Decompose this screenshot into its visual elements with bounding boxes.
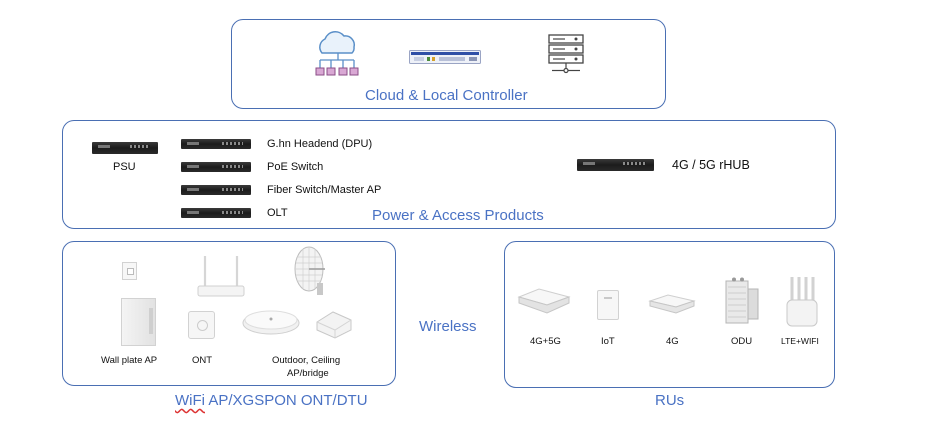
ru-4g-image xyxy=(648,294,696,314)
dpu-device-image xyxy=(181,139,251,149)
wifi-title-rest: AP/XGSPON ONT/DTU xyxy=(205,392,368,409)
server-rack-icon xyxy=(548,34,584,74)
ru-odu-image xyxy=(725,277,759,324)
rus-title: RUs xyxy=(655,392,685,409)
rhub-device-image xyxy=(577,159,654,171)
cloud-controller-title: Cloud & Local Controller xyxy=(365,87,528,104)
fiber-switch-device-image xyxy=(181,185,251,195)
psu-device-image xyxy=(92,142,158,154)
ru-lte-wifi-label: LTE+WIFI xyxy=(781,336,819,346)
olt-device-image xyxy=(181,208,251,218)
poe-switch-device-image xyxy=(181,162,251,172)
outdoor-bridge-image xyxy=(316,311,352,339)
ru-4g5g-label: 4G+5G xyxy=(530,336,561,347)
controller-appliance-icon xyxy=(409,50,481,64)
outdoor-ceiling-label-line1: Outdoor, Ceiling xyxy=(272,355,341,366)
outdoor-ceiling-label-line2: AP/bridge xyxy=(287,368,329,379)
olt-label: OLT xyxy=(267,207,288,219)
ru-lte-wifi-image xyxy=(786,277,818,327)
wifi-word: WiFi xyxy=(175,392,205,409)
rhub-label: 4G / 5G rHUB xyxy=(672,158,750,172)
ont-label: ONT xyxy=(192,355,213,366)
ghn-headend-label: G.hn Headend (DPU) xyxy=(267,138,373,150)
wall-plate-ap-label: Wall plate AP xyxy=(101,355,158,366)
fiber-switch-label: Fiber Switch/Master AP xyxy=(267,184,382,196)
ru-odu-label: ODU xyxy=(731,336,753,347)
dish-antenna-image xyxy=(294,246,325,295)
wifi-ont-title: WiFi AP/XGSPON ONT/DTU xyxy=(175,392,368,409)
wireless-label: Wireless xyxy=(419,318,477,335)
ru-4g5g-image xyxy=(517,288,571,314)
ceiling-ap-image xyxy=(242,310,300,335)
ru-4g-label: 4G xyxy=(666,336,679,347)
ru-iot-image xyxy=(597,290,619,320)
ont-router-image xyxy=(197,256,245,297)
ru-iot-label: IoT xyxy=(601,336,615,347)
cloud-network-icon xyxy=(315,31,359,76)
rus-group xyxy=(504,241,835,388)
wifi-ont-group xyxy=(62,241,396,386)
cloud-controller-group xyxy=(231,19,666,109)
psu-label: PSU xyxy=(113,161,136,173)
power-access-title: Power & Access Products xyxy=(372,207,544,224)
poe-switch-label: PoE Switch xyxy=(267,161,324,173)
